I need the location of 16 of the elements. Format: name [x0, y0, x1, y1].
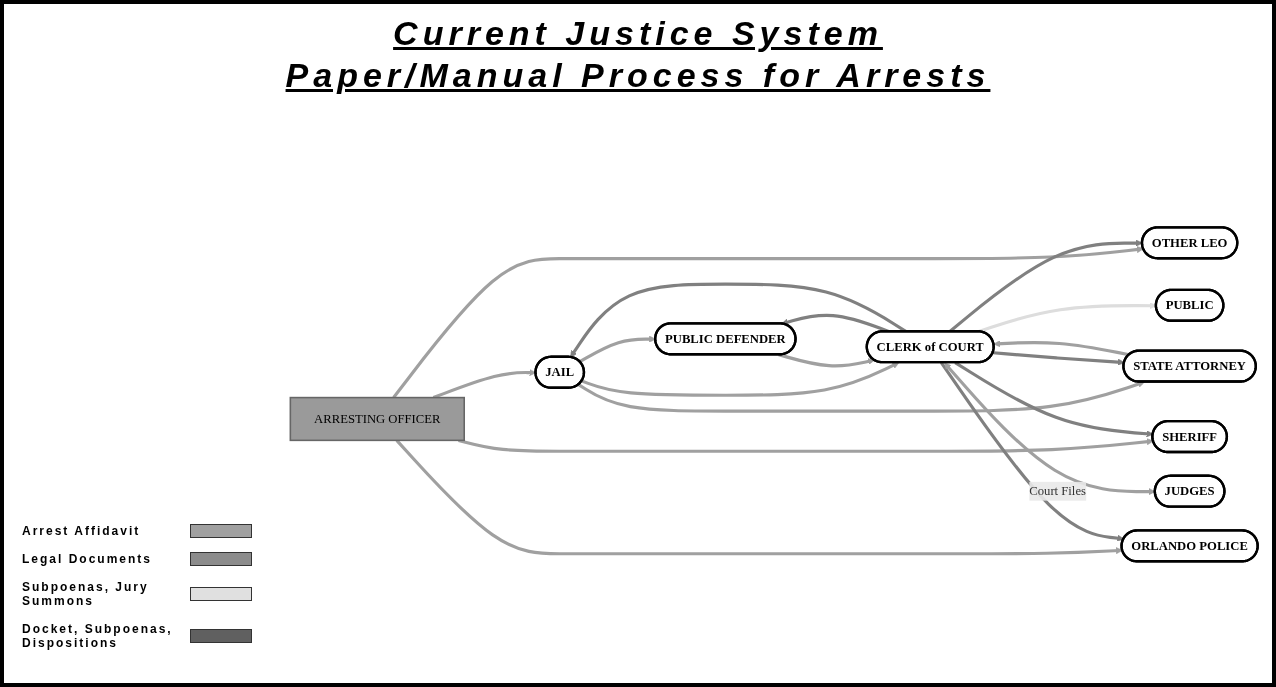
arrow — [577, 380, 1145, 413]
diagram-title: Current Justice System Paper/Manual Process for Arrests — [284, 13, 992, 96]
arrow — [578, 335, 656, 363]
legend-text: Docket, Subpoenas, Dispositions — [22, 622, 174, 650]
node-box: ARRESTING OFFICER — [289, 396, 465, 441]
arrow — [581, 361, 900, 397]
arrow — [992, 350, 1125, 366]
arrow — [944, 362, 1156, 495]
legend-text: Arrest Affidavit — [22, 524, 142, 538]
legend-text: Legal Documents — [22, 552, 154, 566]
arrow — [392, 245, 1144, 399]
arrow — [993, 339, 1130, 356]
legend-text: Subpoenas, Jury Summons — [22, 580, 150, 608]
edge-label: Court Files — [1029, 483, 1086, 498]
arrow — [778, 352, 875, 368]
arrow — [458, 437, 1154, 453]
